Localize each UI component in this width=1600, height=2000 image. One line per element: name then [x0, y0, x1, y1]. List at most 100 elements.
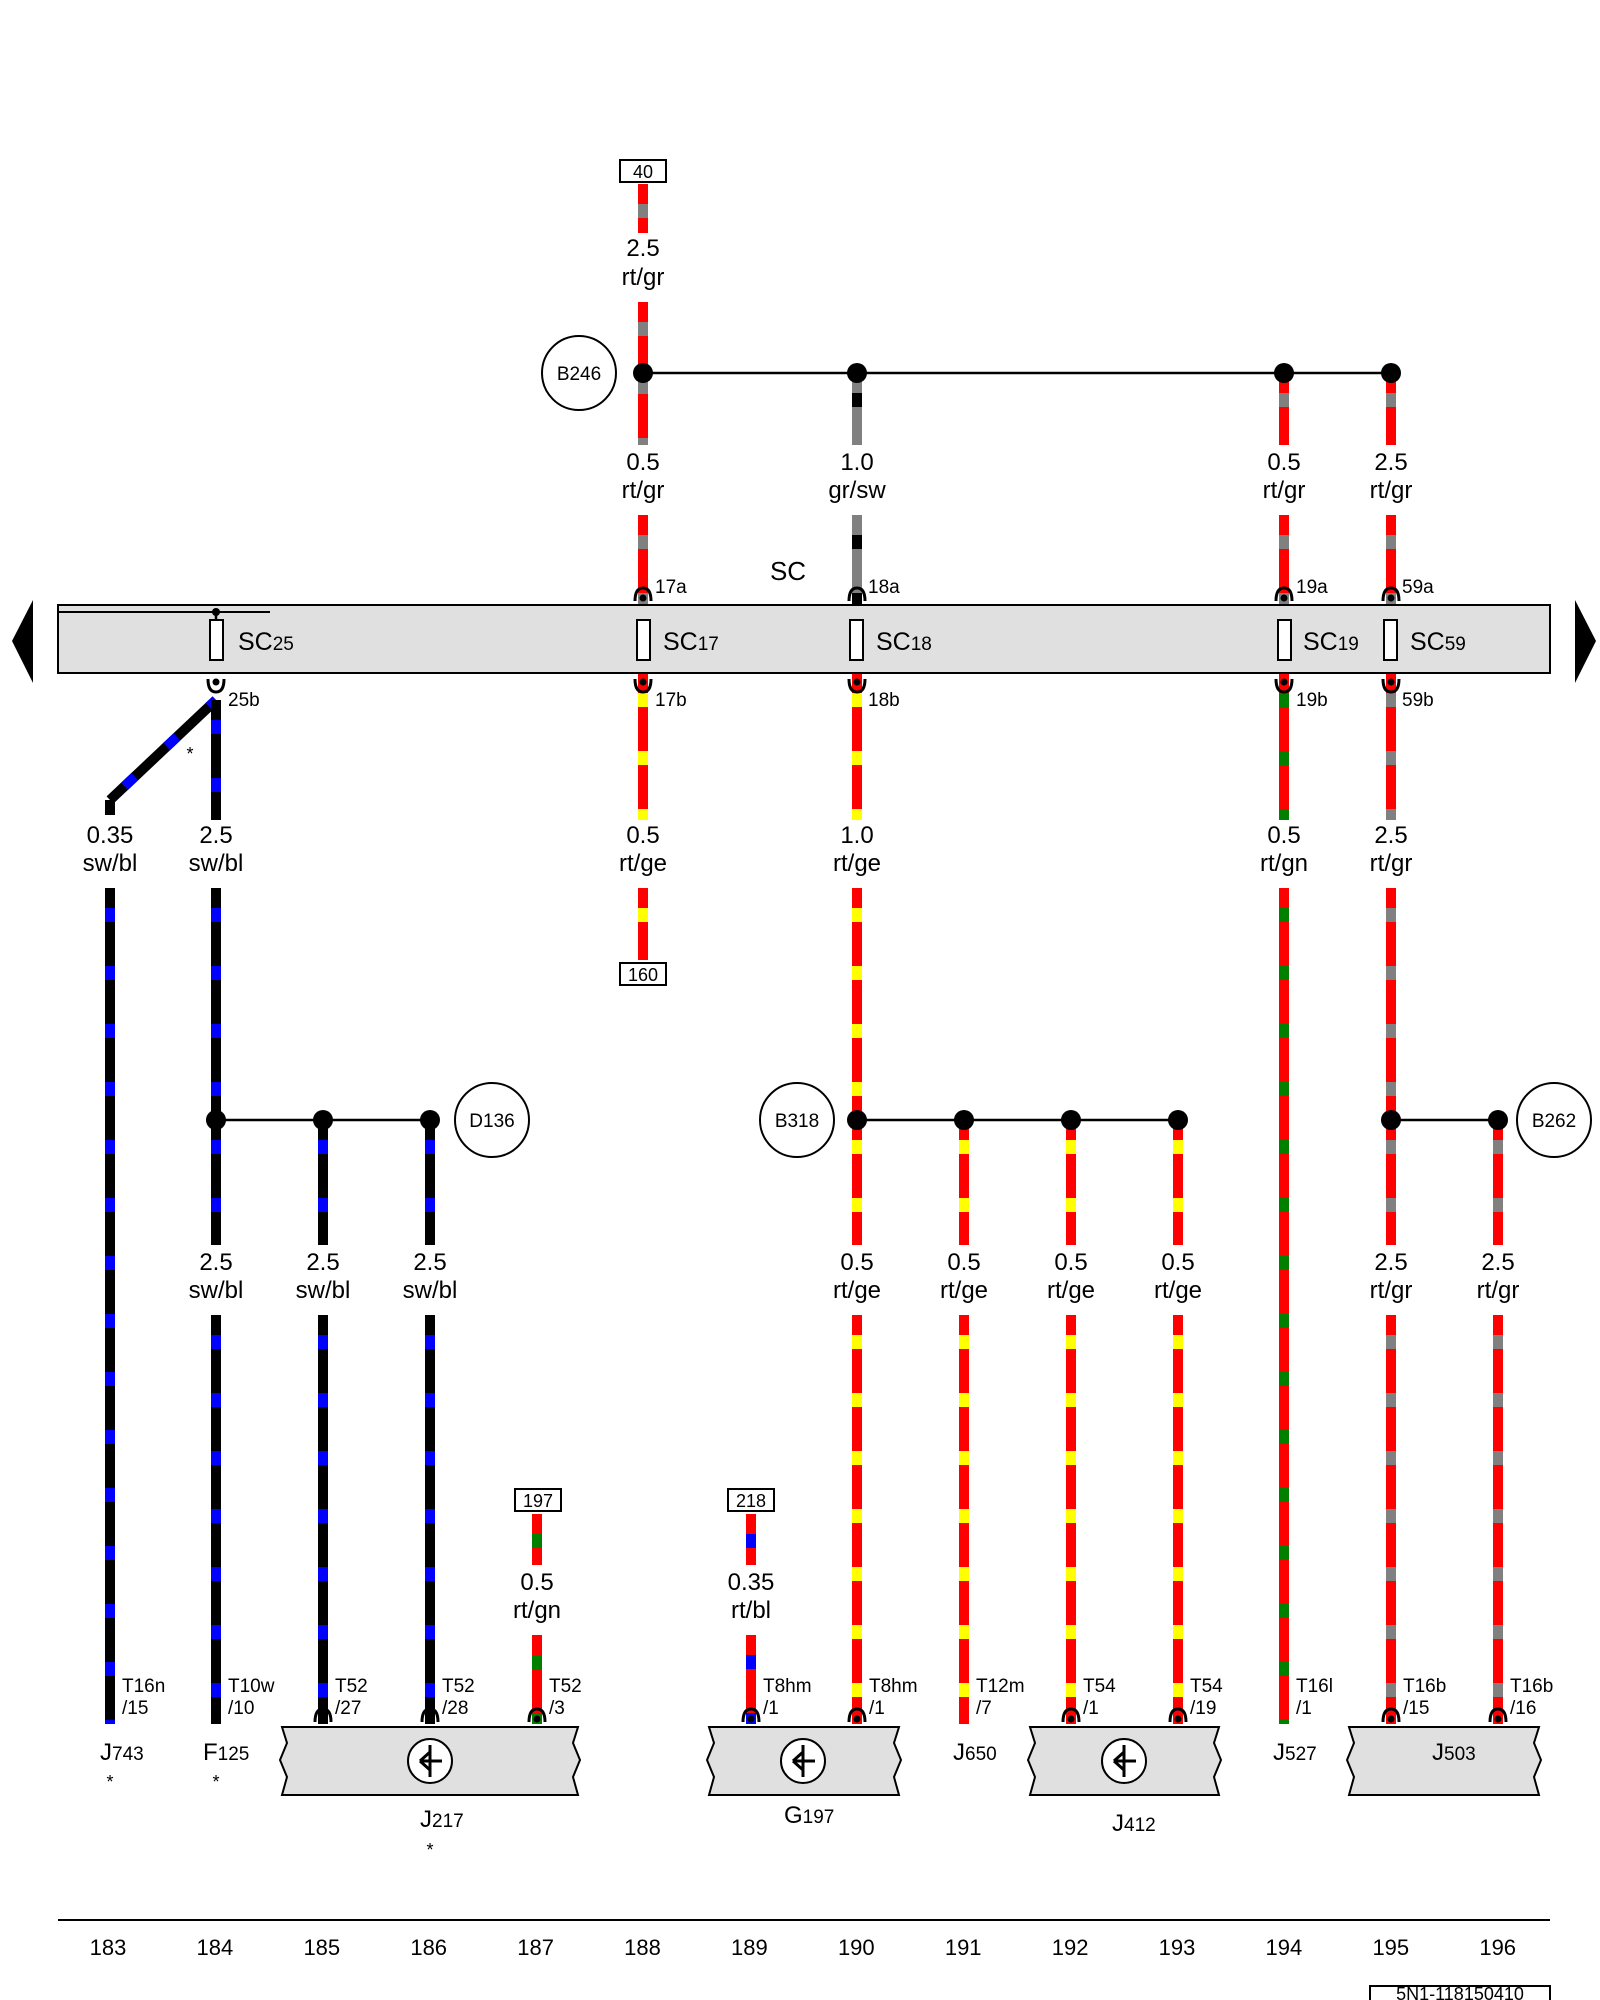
svg-text:2.5: 2.5: [1374, 822, 1407, 849]
svg-text:5N1-118150410: 5N1-118150410: [1396, 1984, 1524, 2000]
svg-text:/15: /15: [1403, 1698, 1429, 1719]
svg-text:T16l: T16l: [1296, 1676, 1333, 1697]
svg-text:sw/bl: sw/bl: [296, 1277, 351, 1304]
svg-text:0.35: 0.35: [728, 1569, 775, 1596]
wire-label-188-mid: 0.5rt/gr: [622, 449, 665, 504]
svg-text:/28: /28: [442, 1698, 468, 1719]
wire-label-188-low: 0.5rt/ge: [619, 822, 667, 877]
ref-box-197[interactable]: 197: [514, 1488, 562, 1512]
document-id: 5N1-118150410: [1369, 1984, 1551, 2000]
svg-text:rt/gr: rt/gr: [1370, 477, 1413, 504]
component-j412-housing: [1026, 1726, 1223, 1796]
svg-text:0.5: 0.5: [626, 449, 659, 476]
svg-text:0.5: 0.5: [1054, 1249, 1087, 1276]
svg-text:J743: J743: [100, 1739, 144, 1766]
svg-text:G197: G197: [784, 1802, 834, 1829]
svg-text:rt/gn: rt/gn: [1260, 850, 1308, 877]
svg-text:197: 197: [523, 1491, 553, 1511]
junction-dot: [1168, 1110, 1188, 1130]
connector-clip: [1061, 1707, 1081, 1723]
fuse-out-pin: 25b: [228, 690, 260, 711]
svg-text:0.5: 0.5: [840, 1249, 873, 1276]
junction-dot: [633, 363, 653, 383]
control-unit-icon: [407, 1738, 453, 1784]
wire-label-195-mid: 2.5rt/gr: [1370, 449, 1413, 504]
svg-text:B246: B246: [557, 364, 601, 385]
ref-box-160[interactable]: 160: [619, 962, 667, 986]
svg-text:T52: T52: [549, 1676, 582, 1697]
component-label-j743: J743 *: [100, 1739, 144, 1792]
svg-text:*: *: [426, 1840, 433, 1860]
svg-text:rt/gr: rt/gr: [622, 477, 665, 504]
svg-text:/3: /3: [549, 1698, 565, 1719]
svg-text:rt/ge: rt/ge: [833, 850, 881, 877]
ref-box-40[interactable]: 40: [619, 159, 667, 183]
svg-text:/15: /15: [122, 1698, 148, 1719]
junction-dot: [847, 1110, 867, 1130]
connector-clip: [1274, 586, 1294, 602]
connector-label: T10w/10: [228, 1676, 275, 1719]
column-number: 185: [303, 1935, 340, 1960]
column-number: 189: [731, 1935, 768, 1960]
connector-clip: [1488, 1707, 1508, 1723]
connector-clip: [847, 678, 867, 694]
wire-label-193-bottom: 0.5rt/ge: [1154, 1249, 1202, 1304]
fuse-sc59: SC59 59a 59b: [1383, 577, 1466, 711]
svg-text:0.5: 0.5: [1267, 449, 1300, 476]
wire-segments: [105, 184, 1503, 1724]
svg-text:2.5: 2.5: [199, 1249, 232, 1276]
svg-text:*: *: [212, 1772, 219, 1792]
note-star: *: [186, 744, 193, 764]
wire-label-187-bottom: 0.5rt/gn: [513, 1569, 561, 1624]
svg-text:J412: J412: [1112, 1810, 1156, 1837]
svg-text:0.5: 0.5: [626, 822, 659, 849]
fuse-in-pin: 18a: [868, 577, 900, 598]
svg-text:/10: /10: [228, 1698, 254, 1719]
svg-text:gr/sw: gr/sw: [828, 477, 886, 504]
svg-text:1.0: 1.0: [840, 822, 873, 849]
column-number: 186: [410, 1935, 447, 1960]
svg-text:sw/bl: sw/bl: [189, 850, 244, 877]
control-unit-icon: [780, 1738, 826, 1784]
component-label-f125: F125 *: [203, 1739, 249, 1792]
junction-dot: [954, 1110, 974, 1130]
column-number: 187: [517, 1935, 554, 1960]
svg-text:J650: J650: [953, 1739, 997, 1766]
svg-text:/27: /27: [335, 1698, 361, 1719]
fuse-label: SC18: [876, 628, 932, 656]
svg-text:F125: F125: [203, 1739, 249, 1766]
scroll-left-arrow[interactable]: [12, 600, 33, 683]
svg-text:T52: T52: [442, 1676, 475, 1697]
svg-text:/1: /1: [1296, 1698, 1312, 1719]
wire-label-194-low: 0.5rt/gn: [1260, 822, 1308, 877]
component-label-j650: J650: [953, 1739, 997, 1766]
fuse-out-pin: 17b: [655, 690, 687, 711]
connector-clip: [420, 1707, 440, 1723]
svg-text:T16b: T16b: [1403, 1676, 1446, 1697]
ref-box-218[interactable]: 218: [727, 1488, 775, 1512]
wire-labels: 2.5rt/gr 0.5rt/gr 1.0gr/sw 0.5rt/gr 2.5r…: [83, 235, 1520, 1624]
junction-dot: [206, 1110, 226, 1130]
bus-label: SC: [770, 556, 806, 586]
fuse-in-pin: 59a: [1402, 577, 1434, 598]
component-label-j412: J412: [1112, 1810, 1156, 1837]
connector-clip: [1381, 586, 1401, 602]
junction-dot: [313, 1110, 333, 1130]
svg-text:sw/bl: sw/bl: [83, 850, 138, 877]
svg-text:T12m: T12m: [976, 1676, 1025, 1697]
svg-text:rt/gr: rt/gr: [1263, 477, 1306, 504]
fuse-bus-bar: [57, 604, 1551, 674]
column-number: 188: [624, 1935, 661, 1960]
component-label-g197: G197: [784, 1802, 834, 1829]
svg-text:/1: /1: [763, 1698, 779, 1719]
svg-text:/16: /16: [1510, 1698, 1536, 1719]
scroll-right-arrow[interactable]: [1575, 600, 1596, 683]
column-number: 192: [1052, 1935, 1089, 1960]
node-b262: B262: [1516, 1082, 1592, 1158]
connector-clip: [206, 678, 226, 694]
connector-clip: [313, 1707, 333, 1723]
svg-text:rt/gr: rt/gr: [622, 264, 665, 291]
fuse-sc25: SC25 25b: [209, 608, 294, 711]
svg-text:T10w: T10w: [228, 1676, 275, 1697]
